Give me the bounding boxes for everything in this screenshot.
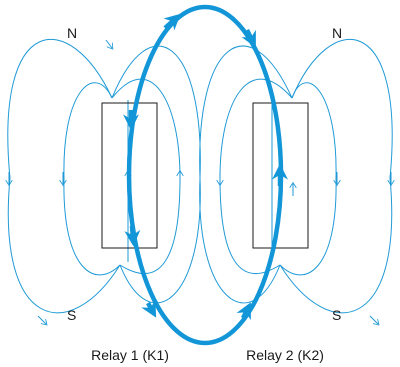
loop-arrow-top-left xyxy=(163,13,181,31)
loop-arrow-bottom-left xyxy=(141,299,157,318)
relay-1-south-label: S xyxy=(67,307,76,323)
relay-1-bottom-arrow xyxy=(37,315,46,324)
relay-1-outer-left-loop xyxy=(7,38,121,314)
relay-1-core xyxy=(101,102,158,249)
loop-arrow-left-lower xyxy=(124,225,141,247)
relay-2-outer-right-loop xyxy=(279,38,393,314)
coupling-loop-ellipse xyxy=(126,4,284,346)
relay-2-north-label: N xyxy=(332,25,342,41)
relay-1-caption: Relay 1 (K1) xyxy=(91,347,169,363)
relay-2-bottom-arrow xyxy=(369,315,378,324)
relay-2-core xyxy=(252,102,309,249)
relay-1-field-lines xyxy=(7,38,201,324)
relay-1-north-label: N xyxy=(67,25,77,41)
relay-2-caption: Relay 2 (K2) xyxy=(246,347,324,363)
relay-1-inner-left-loop xyxy=(63,82,121,276)
relay-2-south-label: S xyxy=(332,307,341,323)
relay-2-field-lines xyxy=(199,38,393,324)
loop-arrow-bottom-right xyxy=(236,302,251,321)
relay-2-inner-right-loop xyxy=(279,82,337,276)
relay-1-top-arrow xyxy=(105,39,112,48)
loop-arrow-top-right xyxy=(241,28,256,48)
coupling-flux-loop xyxy=(123,4,288,346)
relay-1-inner-right-loop xyxy=(111,78,181,275)
